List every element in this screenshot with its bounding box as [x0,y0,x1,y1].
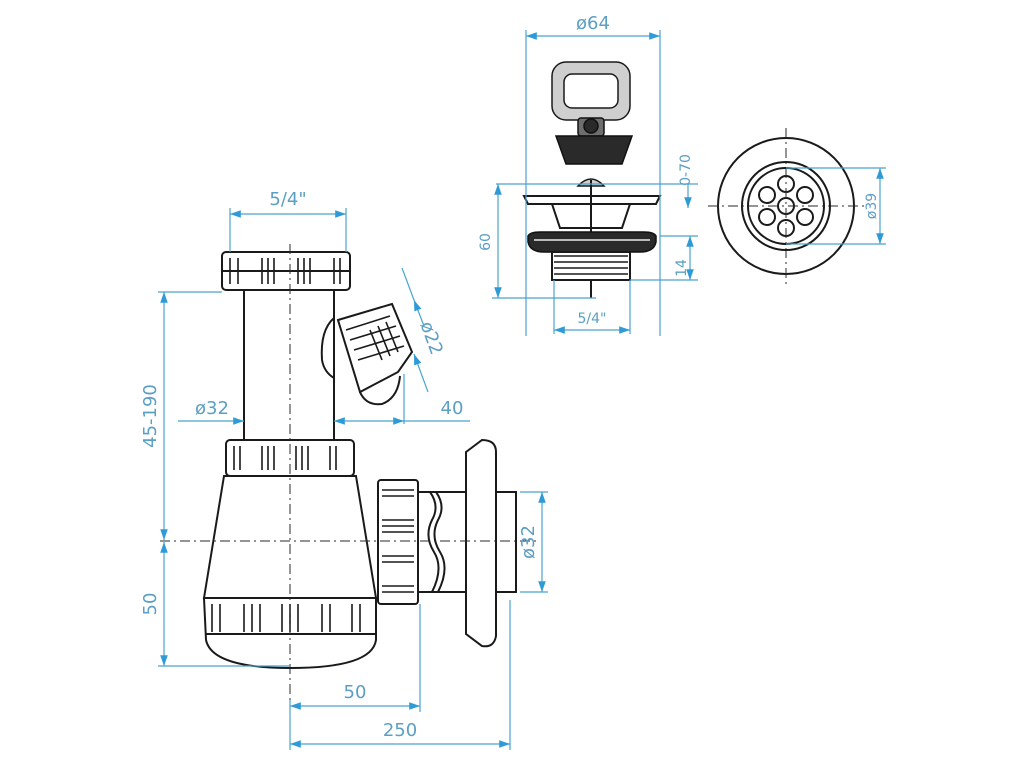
grate-hole [758,208,776,226]
waste-thread-label: 5/4" [578,311,607,327]
plug-handle [551,61,631,137]
waste-thread-length-label: 14 [674,259,690,277]
outlet-pipe [418,491,466,593]
grate-hole [796,186,814,204]
threaded-body [551,251,631,298]
grate-top-view: ø39 [708,128,886,284]
grate-diameter-label: ø39 [864,193,880,219]
pipe-diameter-label: ø32 [195,398,229,419]
waste-flange [527,231,657,253]
vertical-pipe [243,290,335,440]
total-length-label: 250 [383,720,417,741]
waste-height-label: 60 [478,233,494,251]
plug-diameter-label: ø64 [576,13,610,34]
outlet-nut [377,479,419,605]
side-offset-label: 40 [441,398,464,419]
bottom-offset-label: 50 [344,682,367,703]
inlet-thread-label: 5/4" [269,189,306,210]
wall-rosette [465,438,517,648]
bottle-trap [160,244,540,712]
waste-dimensions: ø64 0-70 60 14 5/4" [478,13,698,336]
bottle-height-label: 50 [140,593,161,616]
outlet-diameter-label: ø32 [518,525,539,559]
grate-hole [796,208,814,226]
rubber-stopper [554,135,634,165]
plug-range-label: 0-70 [678,154,694,186]
height-range-label: 45-190 [140,384,161,448]
side-inlet [320,302,414,406]
grate-hole [758,186,776,204]
side-inlet-label: ø22 [416,319,447,358]
top-nut [221,251,351,291]
basket-waste [522,61,662,298]
strainer [522,178,662,234]
